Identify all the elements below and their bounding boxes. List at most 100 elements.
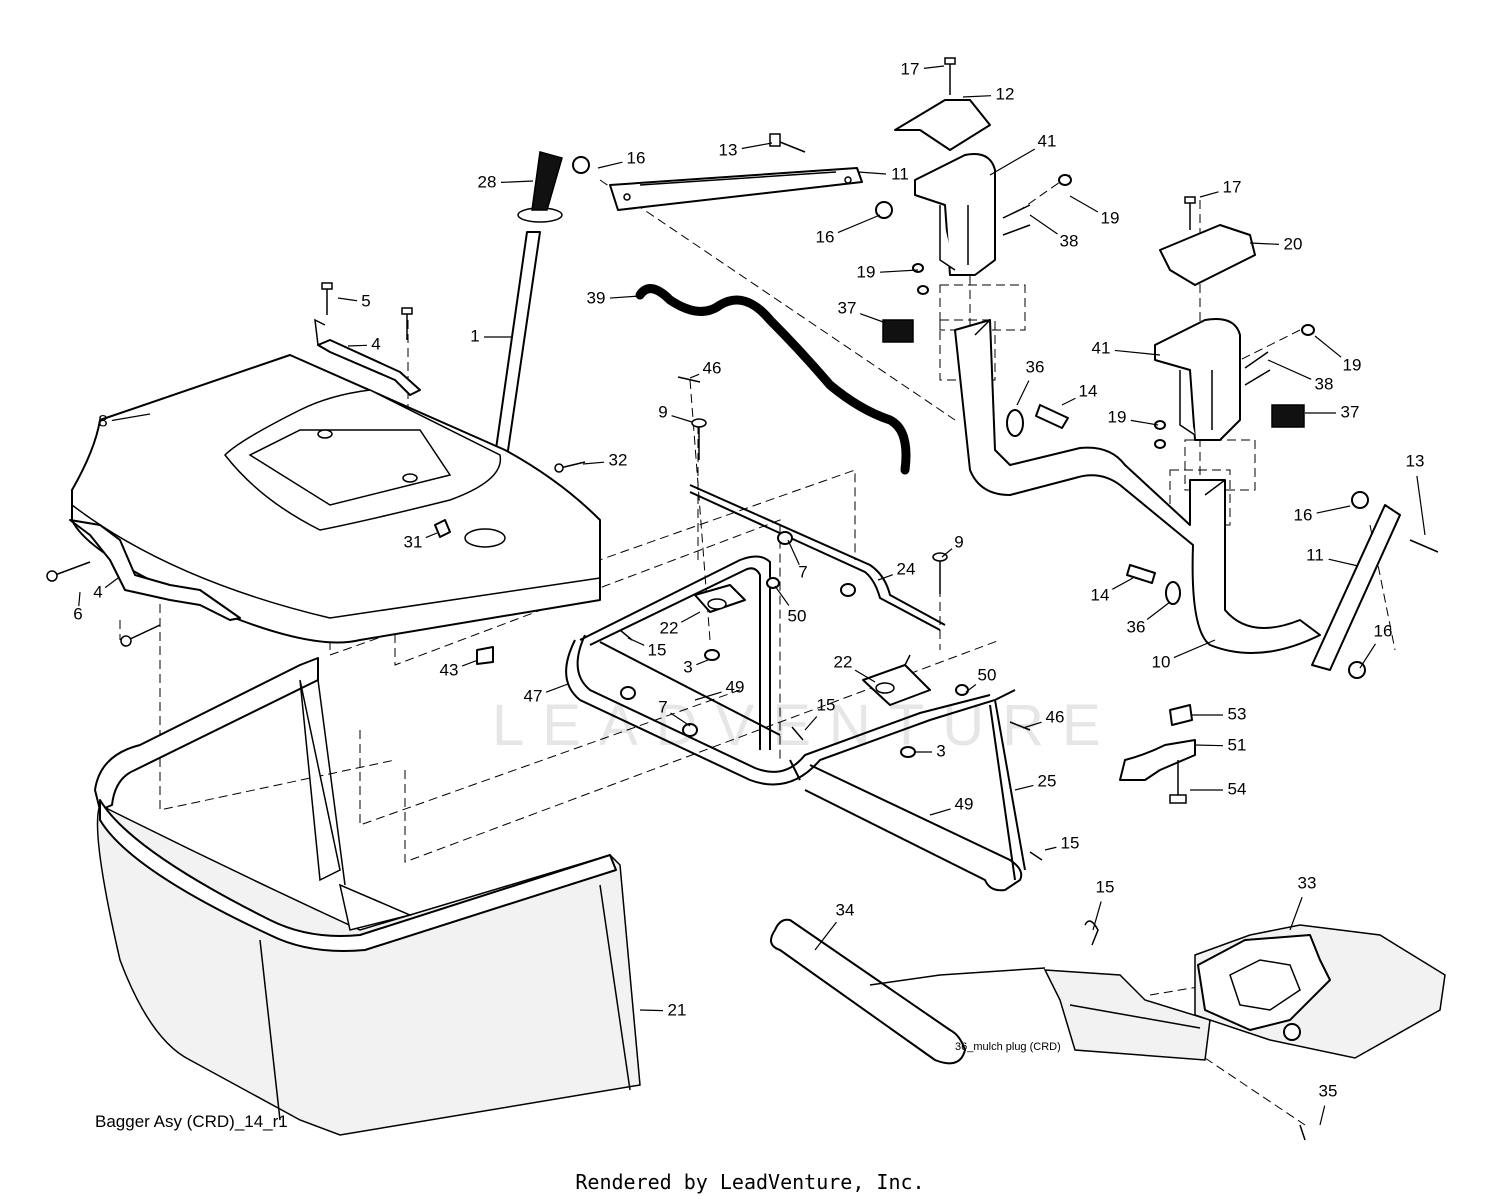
callout-c4b: 4 bbox=[93, 582, 102, 601]
screws-5 bbox=[321, 282, 413, 340]
callout-c41a: 41 bbox=[1038, 131, 1057, 150]
nuts bbox=[620, 531, 969, 758]
callout-c7b: 7 bbox=[658, 697, 667, 716]
leader-c50a bbox=[774, 585, 790, 606]
leader-c4a bbox=[347, 344, 368, 347]
leader-c41b bbox=[1114, 349, 1161, 356]
clip-31 bbox=[434, 519, 451, 538]
latch-51 bbox=[1119, 704, 1196, 804]
leader-c43 bbox=[461, 659, 479, 667]
callout-c17a: 17 bbox=[901, 59, 920, 78]
chute-33 bbox=[1194, 924, 1446, 1141]
leader-c33 bbox=[1289, 896, 1303, 931]
leader-c5 bbox=[337, 297, 358, 302]
callout-c20: 20 bbox=[1284, 234, 1303, 253]
callout-c33: 33 bbox=[1298, 873, 1317, 892]
callout-c1: 1 bbox=[470, 326, 479, 345]
leader-c17b bbox=[1199, 191, 1219, 198]
leader-c16a bbox=[597, 161, 623, 169]
leader-c49a bbox=[694, 691, 722, 701]
handle-4-front bbox=[69, 519, 241, 621]
leader-c28 bbox=[500, 180, 534, 183]
callout-c28: 28 bbox=[478, 172, 497, 191]
callout-c49b: 49 bbox=[955, 794, 974, 813]
bracket-11-top bbox=[572, 156, 893, 219]
leader-c51 bbox=[1194, 744, 1224, 747]
bracket-41a bbox=[914, 153, 996, 276]
callout-c43: 43 bbox=[440, 660, 459, 679]
leader-c38b bbox=[1267, 359, 1312, 380]
hose-39 bbox=[635, 284, 911, 475]
callout-c49a: 49 bbox=[726, 677, 745, 696]
callout-c14a: 14 bbox=[1079, 381, 1098, 400]
leader-c13a bbox=[741, 142, 773, 150]
leader-c6 bbox=[78, 591, 81, 607]
leader-c4b bbox=[104, 577, 119, 589]
leader-c22b bbox=[854, 669, 876, 683]
callout-c36b: 36 bbox=[1127, 617, 1146, 636]
leader-c37a bbox=[859, 313, 887, 324]
callout-c46a: 46 bbox=[703, 358, 722, 377]
leader-c7a bbox=[787, 539, 800, 566]
leader-c49b bbox=[929, 808, 951, 816]
callout-c25: 25 bbox=[1038, 771, 1057, 790]
leader-c34 bbox=[814, 921, 837, 951]
grip-28 bbox=[517, 151, 563, 223]
callout-c22a: 22 bbox=[660, 618, 679, 637]
leader-c9a bbox=[671, 415, 693, 423]
callout-c41b: 41 bbox=[1092, 338, 1111, 357]
callout-c16d: 16 bbox=[1374, 621, 1393, 640]
leader-c16d bbox=[1359, 643, 1376, 669]
pad-37a bbox=[882, 319, 914, 343]
bracket-11-right bbox=[1311, 491, 1439, 679]
rod-24 bbox=[689, 484, 946, 631]
leader-c16b bbox=[837, 214, 881, 234]
plate-22a bbox=[694, 584, 746, 613]
callout-c37b: 37 bbox=[1341, 402, 1360, 421]
leader-c41a bbox=[989, 148, 1036, 176]
leader-c11b bbox=[1328, 558, 1359, 567]
callout-c50a: 50 bbox=[788, 606, 807, 625]
leader-c9b bbox=[941, 548, 953, 558]
leader-c19c bbox=[1314, 335, 1342, 358]
diagram-caption: Bagger Asy (CRD)_14_r1 bbox=[95, 1112, 288, 1131]
cover-12 bbox=[894, 57, 991, 151]
pad-37b bbox=[1271, 404, 1305, 428]
frame-47 bbox=[565, 555, 1026, 892]
callout-c16b: 16 bbox=[816, 227, 835, 246]
leader-c15c bbox=[1044, 846, 1057, 851]
leader-c3a bbox=[696, 659, 709, 666]
callout-c4a: 4 bbox=[371, 334, 380, 353]
callout-c12: 12 bbox=[996, 84, 1015, 103]
callout-c35: 35 bbox=[1319, 1081, 1338, 1100]
bolt-13 bbox=[769, 133, 806, 153]
leader-c25 bbox=[1014, 784, 1034, 791]
callout-c3b: 3 bbox=[936, 741, 945, 760]
leader-c16c bbox=[1316, 505, 1351, 514]
callout-c14b: 14 bbox=[1091, 585, 1110, 604]
callout-c31: 31 bbox=[404, 532, 423, 551]
leader-c19b bbox=[879, 269, 919, 273]
leader-c19a bbox=[1069, 195, 1099, 213]
callout-c53: 53 bbox=[1228, 704, 1247, 723]
handle-4-top bbox=[314, 318, 421, 396]
callout-c24: 24 bbox=[897, 559, 916, 578]
callout-c34: 34 bbox=[836, 900, 855, 919]
tube-34 bbox=[770, 918, 1046, 1065]
leader-c39 bbox=[609, 295, 641, 299]
callout-c9b: 9 bbox=[954, 532, 963, 551]
leader-c13b bbox=[1416, 475, 1426, 536]
bagger-lid-8 bbox=[71, 354, 601, 644]
leader-c24 bbox=[877, 574, 894, 581]
callout-c38b: 38 bbox=[1315, 374, 1334, 393]
leader-c35 bbox=[1319, 1105, 1326, 1126]
callout-c11a: 11 bbox=[891, 164, 909, 183]
mulch-plug-36 bbox=[1043, 969, 1211, 1061]
leader-c12 bbox=[962, 95, 992, 98]
callout-c50b: 50 bbox=[978, 665, 997, 684]
leader-lines bbox=[78, 65, 1426, 1126]
callout-c19b: 19 bbox=[857, 262, 876, 281]
leader-c14a bbox=[1061, 397, 1076, 406]
leader-c32 bbox=[582, 461, 605, 465]
